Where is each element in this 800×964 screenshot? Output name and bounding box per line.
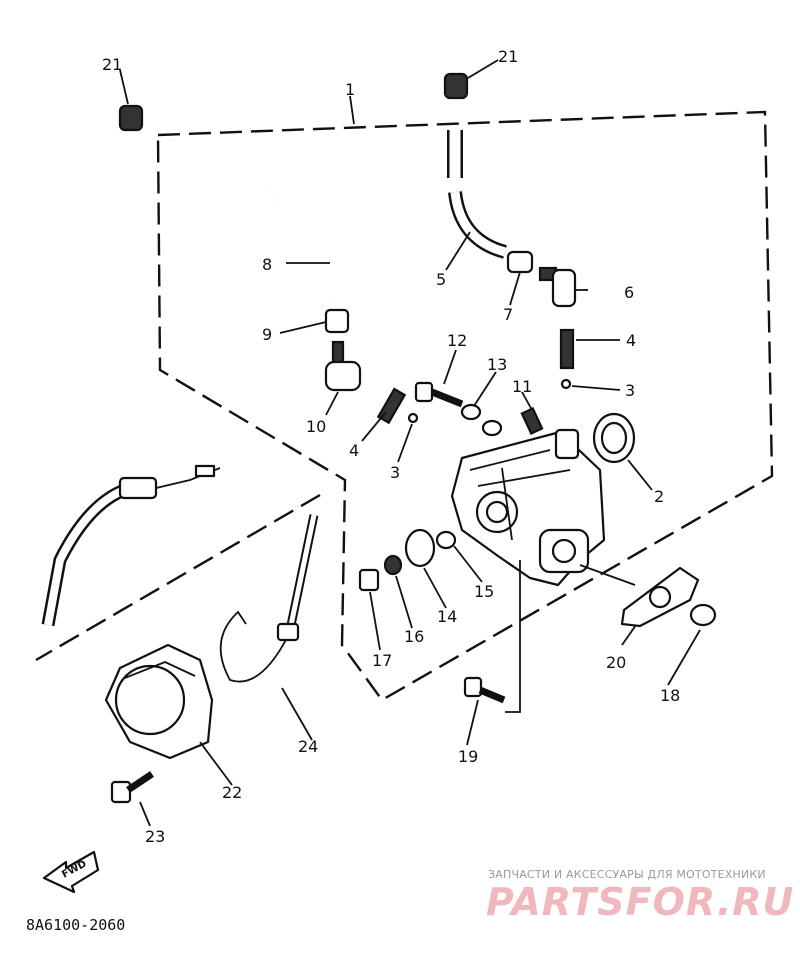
- washer-part-5: [383, 554, 403, 576]
- callout-24: 24: [298, 737, 318, 756]
- oil-seal-part: [592, 412, 636, 464]
- cap-part: [118, 72, 469, 132]
- watermark-brand-logo: PARTSFOR.RU: [486, 880, 795, 924]
- callout-21b: 21: [498, 47, 518, 66]
- callout-23: 23: [145, 827, 165, 846]
- callout-6: 6: [624, 283, 634, 302]
- drawing-code: 8A6100-2060: [26, 916, 125, 934]
- callout-16: 16: [404, 627, 424, 646]
- sensor-cable: [41, 464, 221, 627]
- spring-part: [559, 328, 575, 370]
- hose-part-2: [447, 130, 508, 259]
- washer-part-3: [689, 603, 717, 627]
- callout-11: 11: [512, 377, 532, 396]
- watermark-tagline: ЗАПЧАСТИ И АКСЕССУАРЫ ДЛЯ МОТОТЕХНИКИ: [488, 868, 766, 881]
- callout-19: 19: [458, 747, 478, 766]
- callout-4b: 4: [349, 441, 359, 460]
- leader-lines: [119, 59, 701, 827]
- ball-part-2: [407, 412, 419, 424]
- callout-4: 4: [626, 331, 636, 350]
- callout-9: 9: [262, 325, 272, 344]
- elbow-fitting-part: [324, 340, 362, 392]
- bolt-part-3: [110, 771, 154, 804]
- callout-12: 12: [447, 331, 467, 350]
- callout-5: 5: [436, 270, 446, 289]
- washer-part: [460, 403, 482, 421]
- assembly-boundary: [156, 110, 774, 702]
- screw-part: [520, 407, 544, 435]
- gasket-part: [620, 566, 700, 628]
- callout-2: 2: [654, 487, 664, 506]
- nut-part: [358, 568, 380, 592]
- plate-part: [404, 528, 436, 568]
- callout-3b: 3: [390, 463, 400, 482]
- bolt-part: [414, 381, 464, 408]
- callout-21: 21: [102, 55, 122, 74]
- callout-8: 8: [262, 255, 272, 274]
- pump-cover-part: [104, 643, 214, 760]
- callout-1: 1: [345, 80, 355, 99]
- clamp-part: [324, 308, 350, 334]
- washer-part-4: [435, 530, 457, 550]
- callout-20: 20: [606, 653, 626, 672]
- sensor-boundary: [35, 493, 321, 662]
- callout-13: 13: [487, 355, 507, 374]
- ball-part: [560, 378, 572, 390]
- callout-labels: 1 2 3 3 4 4 5 6 7 8 9 10 11 12 13 14 15 …: [102, 47, 680, 846]
- oil-pump-body: [450, 428, 606, 587]
- callout-7: 7: [503, 305, 513, 324]
- throttle-cable-part: [219, 514, 319, 683]
- callout-22: 22: [222, 783, 242, 802]
- bolt-part-2: [463, 676, 506, 704]
- callout-15: 15: [474, 582, 494, 601]
- hose-part: [168, 135, 340, 301]
- washer-part-2: [481, 419, 503, 437]
- callout-14: 14: [437, 607, 457, 626]
- callout-10: 10: [306, 417, 326, 436]
- callout-3: 3: [625, 381, 635, 400]
- front-direction-arrow: FWD: [42, 850, 100, 894]
- callout-17: 17: [372, 651, 392, 670]
- clamp-part-2: [506, 250, 534, 274]
- elbow-fitting-part-2: [538, 266, 577, 308]
- callout-18: 18: [660, 686, 680, 705]
